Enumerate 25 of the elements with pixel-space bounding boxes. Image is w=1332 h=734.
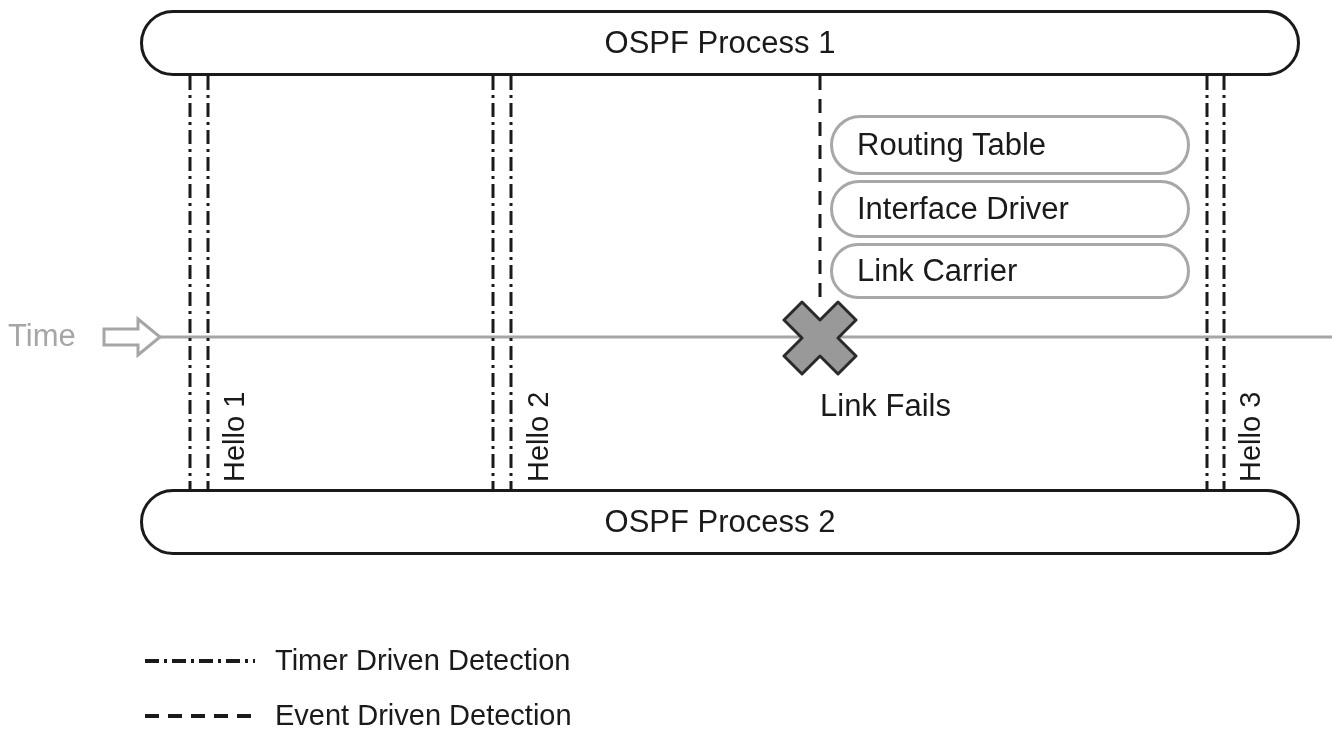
node-label: OSPF Process 1 bbox=[604, 25, 836, 61]
process-pill bbox=[140, 489, 1300, 555]
layer-pill bbox=[830, 115, 1190, 175]
timer-line bbox=[188, 76, 192, 489]
timer-line bbox=[1222, 76, 1226, 489]
layer-pill bbox=[830, 243, 1190, 299]
node-label: Link Carrier bbox=[857, 253, 1018, 289]
timer-line bbox=[1205, 76, 1209, 489]
timer-line bbox=[509, 76, 513, 489]
timer-line bbox=[206, 76, 210, 489]
failure-cross-icon bbox=[782, 300, 858, 376]
node-label: Routing Table bbox=[857, 127, 1046, 163]
hello-label: Hello 2 bbox=[522, 391, 555, 482]
legend-text: Timer Driven Detection bbox=[275, 644, 571, 677]
timer-line bbox=[491, 76, 495, 489]
legend-text: Event Driven Detection bbox=[275, 699, 572, 732]
event-line bbox=[818, 76, 822, 300]
caption-text: Link Fails bbox=[820, 388, 951, 424]
layer-pill bbox=[830, 180, 1190, 238]
node-label: OSPF Process 2 bbox=[604, 504, 836, 540]
node-label: Interface Driver bbox=[857, 191, 1069, 227]
hello-label: Hello 1 bbox=[218, 391, 251, 482]
process-pill bbox=[140, 10, 1300, 76]
axis-label: Time bbox=[8, 318, 76, 354]
hello-label: Hello 3 bbox=[1234, 391, 1267, 482]
